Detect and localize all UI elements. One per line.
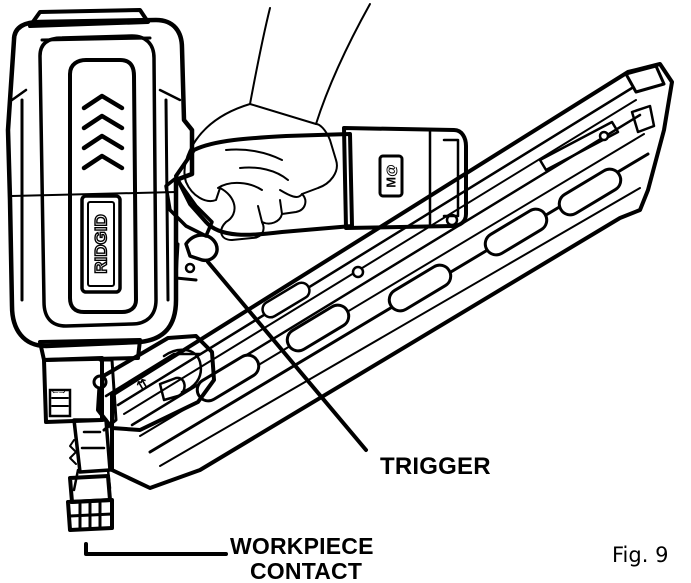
ridgid-logo: RIDGID: [92, 214, 111, 274]
magazine-rail: [110, 62, 674, 490]
trigger-leader-line: [206, 260, 368, 452]
workpiece-contact-tip: [66, 474, 114, 532]
workpiece-label-line2: CONTACT: [250, 558, 362, 583]
operator-hand: [183, 3, 371, 241]
figure-number: Fig. 9: [612, 543, 668, 567]
handle-badge: M@: [384, 164, 399, 188]
depth-mark-icon: ⇐⇒: [52, 387, 66, 396]
tool-handle: M@: [164, 126, 468, 282]
trigger-label: TRIGGER: [380, 453, 491, 480]
workpiece-leader-line: [84, 542, 228, 556]
tool-housing: RIDGID: [5, 8, 195, 362]
workpiece-label-line1: WORKPIECE: [230, 533, 374, 559]
nose-assembly: ⇐⇒: [42, 356, 118, 492]
